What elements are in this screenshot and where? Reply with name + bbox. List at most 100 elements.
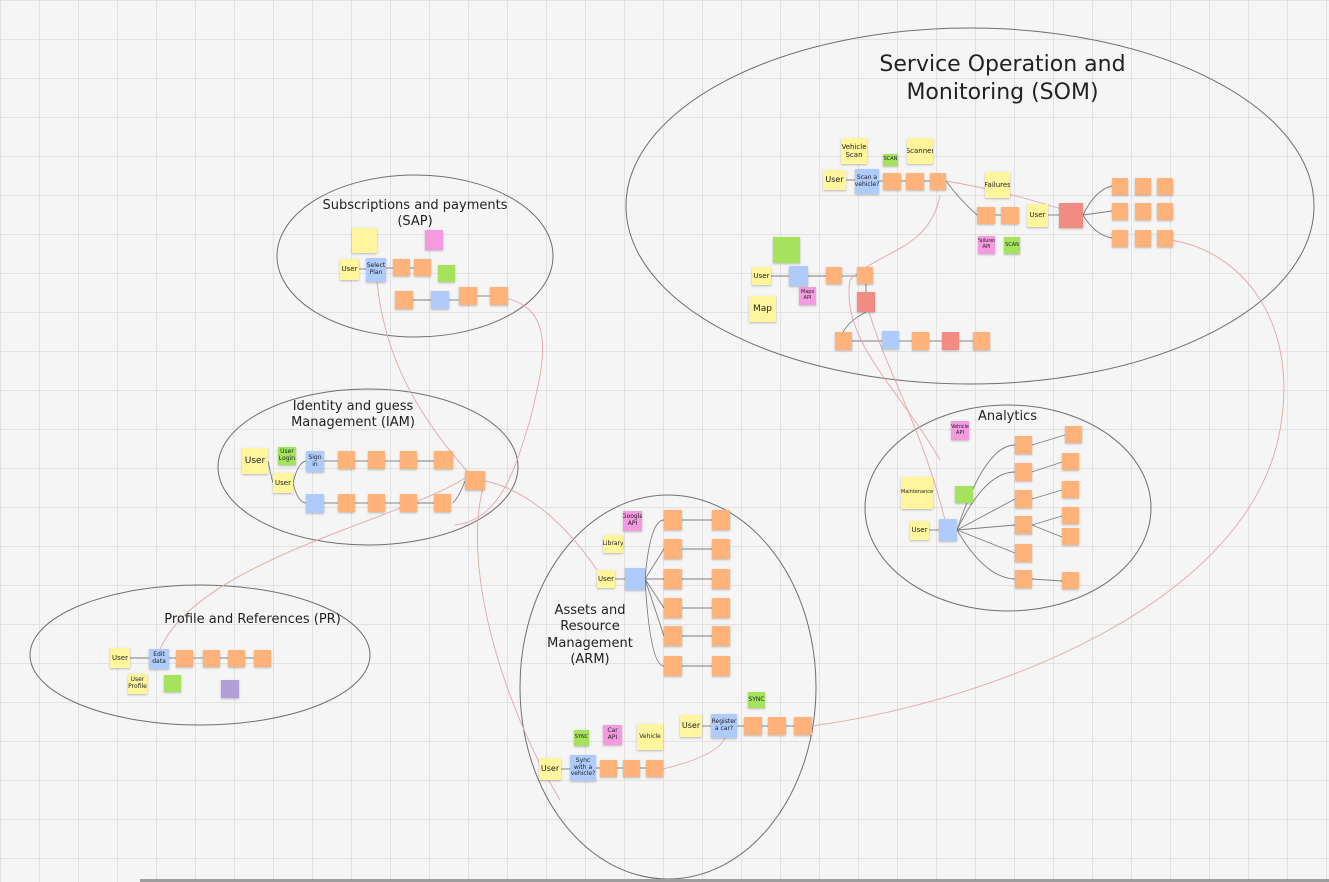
sticky-note[interactable]	[1062, 528, 1079, 545]
sticky-note[interactable]	[459, 287, 477, 305]
canvas-scrollbar[interactable]	[140, 879, 1329, 882]
sticky-note[interactable]	[773, 237, 800, 263]
sticky-note-vehicle-scan[interactable]: Vehicle Scan	[841, 138, 867, 164]
sticky-note[interactable]	[1062, 453, 1079, 470]
sticky-note[interactable]	[826, 267, 842, 284]
sticky-note[interactable]	[368, 451, 385, 469]
sticky-note[interactable]	[1015, 544, 1032, 562]
sticky-note-failures-api[interactable]: Failures API	[978, 236, 995, 254]
sticky-note-user-login[interactable]: User Login	[278, 447, 296, 465]
sticky-note-failures[interactable]: Failures	[985, 172, 1010, 198]
sticky-note-library[interactable]: Library	[603, 535, 623, 553]
sticky-note[interactable]	[906, 173, 924, 190]
sticky-note-car-api[interactable]: Car API	[603, 725, 622, 745]
sticky-note-scan-a-vehicle[interactable]: Scan a vehicle?	[855, 169, 879, 194]
sticky-note[interactable]	[425, 230, 443, 250]
sticky-note-map[interactable]: Map	[749, 296, 776, 322]
sticky-note[interactable]	[712, 656, 730, 676]
sticky-note[interactable]	[712, 510, 730, 530]
sticky-note[interactable]	[912, 332, 929, 350]
sticky-note[interactable]	[1135, 178, 1151, 195]
sticky-note[interactable]	[1015, 570, 1032, 588]
sticky-note[interactable]	[664, 510, 682, 530]
sticky-note-google-api[interactable]: Google API	[623, 511, 642, 531]
sticky-note[interactable]	[942, 332, 959, 350]
sticky-note-select-plan[interactable]: Select Plan	[366, 258, 386, 282]
sticky-note[interactable]	[414, 259, 431, 276]
sticky-note[interactable]	[646, 760, 663, 777]
sticky-note[interactable]	[1015, 490, 1032, 508]
sticky-note[interactable]	[465, 471, 485, 490]
sticky-note[interactable]	[1059, 203, 1083, 228]
sticky-note[interactable]	[1062, 481, 1079, 498]
sticky-note[interactable]	[393, 259, 410, 276]
sticky-note[interactable]	[221, 680, 239, 698]
sticky-note-user[interactable]: User	[539, 758, 561, 780]
sticky-note-sign-in[interactable]: Sign in	[306, 451, 324, 472]
sticky-note-user-profile[interactable]: User Profile	[128, 674, 147, 694]
sticky-note[interactable]	[857, 292, 875, 312]
sticky-note-scan[interactable]: SCAN	[1004, 237, 1020, 254]
sticky-note[interactable]	[664, 626, 682, 646]
sticky-note[interactable]	[930, 173, 946, 190]
sticky-note[interactable]	[1062, 572, 1079, 589]
sticky-note[interactable]	[973, 332, 990, 350]
sticky-note[interactable]	[623, 760, 640, 777]
sticky-note[interactable]	[1112, 178, 1128, 195]
sticky-note-sync[interactable]: SYNC	[748, 692, 765, 708]
sticky-note-sync[interactable]: SYNC	[574, 730, 589, 746]
sticky-note-maps-api[interactable]: Maps API	[799, 287, 816, 305]
sticky-note[interactable]	[176, 650, 193, 667]
sticky-note[interactable]	[1112, 230, 1128, 247]
sticky-note[interactable]	[1157, 178, 1173, 195]
sticky-note[interactable]	[352, 228, 377, 253]
sticky-note[interactable]	[712, 626, 730, 646]
sticky-note[interactable]	[1135, 203, 1151, 220]
sticky-note-maintenance[interactable]: Maintenance	[901, 477, 933, 509]
sticky-note[interactable]	[712, 598, 730, 618]
sticky-note-user[interactable]: User	[110, 648, 130, 668]
sticky-note[interactable]	[1157, 230, 1173, 247]
sticky-note[interactable]	[664, 539, 682, 559]
sticky-note[interactable]	[306, 494, 324, 513]
sticky-note[interactable]	[203, 650, 220, 667]
sticky-note-sync-with-a-vehicle[interactable]: Sync with a vehicle?	[570, 755, 596, 781]
sticky-note-vehicle-api[interactable]: Vehicle API	[951, 421, 969, 440]
sticky-note[interactable]	[395, 291, 413, 309]
sticky-note[interactable]	[1157, 203, 1173, 220]
sticky-note-scan[interactable]: SCAN	[883, 154, 898, 166]
sticky-note[interactable]	[1135, 230, 1151, 247]
sticky-note[interactable]	[431, 291, 449, 309]
sticky-note[interactable]	[664, 598, 682, 618]
sticky-note[interactable]	[794, 717, 812, 735]
sticky-note[interactable]	[664, 569, 682, 589]
sticky-note[interactable]	[712, 539, 730, 559]
sticky-note-user[interactable]: User	[910, 521, 929, 540]
sticky-note[interactable]	[400, 451, 417, 469]
sticky-note[interactable]	[490, 287, 508, 305]
sticky-note-user[interactable]: User	[597, 570, 615, 588]
sticky-note[interactable]	[1065, 426, 1082, 443]
sticky-note[interactable]	[438, 265, 455, 282]
sticky-note-user[interactable]: User	[823, 170, 846, 190]
sticky-note[interactable]	[434, 451, 453, 469]
sticky-note[interactable]	[164, 675, 181, 692]
sticky-note-edit-data[interactable]: Edit data	[149, 649, 169, 669]
sticky-note[interactable]	[882, 331, 899, 349]
sticky-note-register-a-car[interactable]: Register a car?	[711, 714, 737, 738]
sticky-note-vehicle[interactable]: Vehicle	[637, 724, 663, 750]
sticky-note[interactable]	[1062, 507, 1079, 524]
sticky-note[interactable]	[977, 207, 995, 224]
sticky-note[interactable]	[883, 173, 901, 190]
sticky-note-user[interactable]: User	[680, 715, 702, 737]
sticky-note-user[interactable]: User	[273, 473, 293, 493]
sticky-note[interactable]	[939, 519, 957, 541]
sticky-note-scanner[interactable]: Scanner	[907, 138, 933, 164]
sticky-note-user[interactable]: User	[340, 259, 359, 280]
sticky-note[interactable]	[434, 494, 451, 512]
sticky-note[interactable]	[1112, 203, 1128, 220]
sticky-note[interactable]	[712, 569, 730, 589]
sticky-note[interactable]	[1015, 436, 1032, 454]
sticky-note[interactable]	[664, 656, 682, 676]
sticky-note[interactable]	[338, 451, 355, 469]
